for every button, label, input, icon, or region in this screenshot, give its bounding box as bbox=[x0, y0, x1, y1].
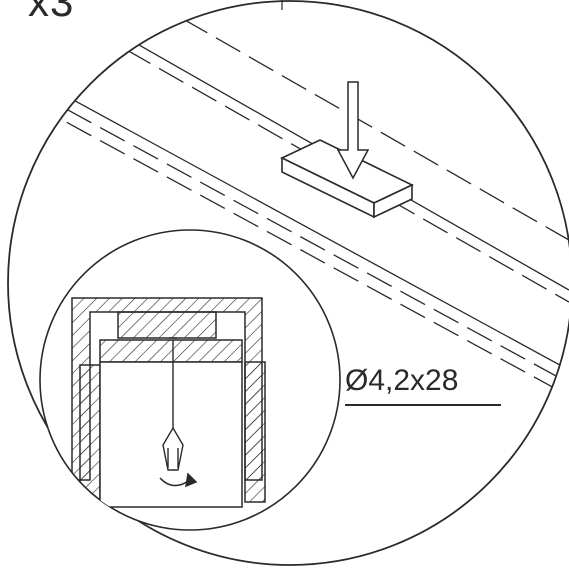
screw-label-underline bbox=[345, 404, 501, 406]
spacer-block bbox=[280, 139, 414, 219]
screwdriver-icon bbox=[162, 410, 184, 471]
detail-circle bbox=[7, 0, 569, 566]
screw-size-label: Ø4,2x28 bbox=[345, 364, 459, 397]
screw-icon bbox=[169, 337, 177, 410]
quantity-label: x3 bbox=[28, 0, 75, 25]
rotate-arrow-icon bbox=[159, 472, 198, 488]
arrow-down-icon bbox=[336, 81, 370, 180]
